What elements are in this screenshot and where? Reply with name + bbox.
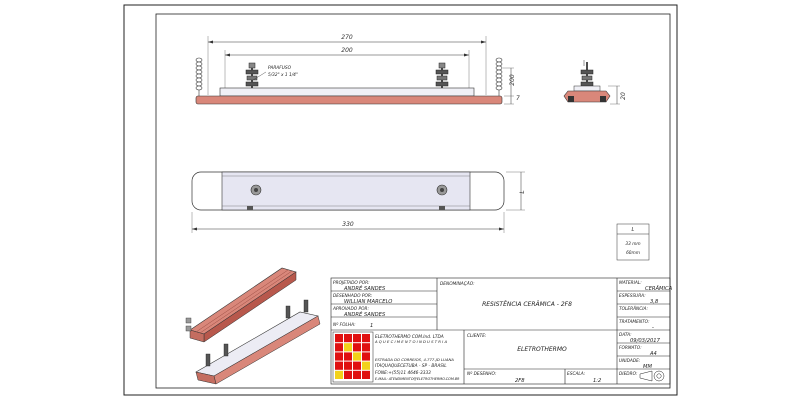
- desenhado-value: WILLIAN MARCELO: [344, 299, 392, 305]
- logo-cell: [353, 352, 361, 361]
- logo-cell: [344, 352, 352, 361]
- logo-cell: [344, 370, 352, 379]
- logo-cell: [353, 334, 361, 343]
- logo-cell: [344, 343, 352, 352]
- data-value: 09/03/2017: [630, 338, 661, 344]
- diedro-label: DIEDRO:: [619, 371, 638, 377]
- logo-cell: [362, 352, 370, 361]
- tolerancia-label: TOLERÂNCIA:: [619, 305, 649, 312]
- logo-cell: [344, 334, 352, 343]
- address-line3: FONE:+(55)11 4646-3333: [375, 370, 431, 376]
- dim-height-label: 200: [509, 74, 516, 86]
- logo-cell: [362, 370, 370, 379]
- logo-cell: [344, 361, 352, 370]
- isometric-upper: [185, 267, 297, 343]
- company-tagline: A Q U E C I M E N T O I N D U S T R I A: [374, 339, 447, 344]
- isometric-lower: [195, 299, 321, 385]
- top-dim-length-label: 330: [342, 221, 354, 228]
- espessura-value: 3,8: [650, 299, 659, 305]
- folha-label: Nº FOLHA:: [333, 322, 356, 328]
- cliente-label: CLIENTE:: [467, 333, 487, 339]
- right-screw: [435, 62, 449, 88]
- espessura-label: ESPESSURA:: [619, 293, 646, 299]
- dim-thickness-label: 7: [516, 95, 520, 102]
- formato-value: A4: [649, 351, 657, 357]
- logo-cell: [353, 370, 361, 379]
- inner-border: [155, 13, 671, 389]
- dim-inner-label: 200: [341, 47, 353, 54]
- front-plate: [219, 87, 475, 97]
- top-right-terminal: [436, 184, 448, 196]
- address-line4: E-MAIL: ATENDIMENTO@ELETROTHERMO.COM.BR: [375, 377, 460, 381]
- projetado-value: ANDRÉ SANDES: [343, 284, 386, 292]
- top-left-terminal: [250, 184, 262, 196]
- cliente-value: ELETROTHERMO: [517, 346, 567, 353]
- side-plate: [573, 85, 601, 92]
- folha-value: 1: [370, 323, 373, 329]
- material-label: MATERIAL:: [619, 280, 642, 286]
- variant-value-1: 33 mm: [625, 241, 640, 247]
- left-screw: [245, 62, 259, 88]
- front-view: 270 200: [195, 34, 520, 105]
- variant-header: L: [632, 227, 635, 233]
- title-block: [330, 277, 671, 385]
- data-label: DATA:: [619, 332, 632, 338]
- logo-cell: [362, 343, 370, 352]
- logo-cell: [335, 370, 343, 379]
- denominacao-value: RESISTÊNCIA CERÂMICA - 2F8: [482, 300, 572, 308]
- logo-cell: [335, 361, 343, 370]
- top-view: L 330: [191, 171, 526, 233]
- side-screw: [580, 62, 594, 87]
- variant-value-2: 60mm: [626, 250, 640, 256]
- projetado-label: PROJETADO POR:: [333, 280, 370, 286]
- desenhado-label: DESENHADO POR:: [333, 293, 373, 299]
- unidade-label: UNIDADE:: [619, 358, 641, 364]
- unidade-value: MM: [643, 364, 652, 370]
- logo-cell: [335, 334, 343, 343]
- aprovado-label: APROVADO POR:: [332, 306, 370, 312]
- logo-cell: [335, 352, 343, 361]
- material-value: CERÂMICA: [645, 285, 673, 292]
- top-dim-width-label: L: [519, 190, 526, 193]
- formato-label: FORMATO:: [619, 345, 642, 351]
- side-dim-height-label: 20: [620, 92, 627, 100]
- escala-label: ESCALA:: [567, 371, 586, 377]
- top-plate: [221, 171, 471, 211]
- tratamento-label: TRATAMENTO:: [619, 319, 650, 325]
- desenho-value: 2F8: [515, 378, 525, 384]
- logo-cell: [362, 334, 370, 343]
- denominacao-label: DENOMINAÇÃO:: [440, 280, 475, 287]
- right-terminal-coil: [495, 57, 503, 96]
- aprovado-value: ANDRÉ SANDES: [343, 310, 386, 318]
- variant-table: L 33 mm 60mm: [616, 223, 650, 261]
- dim-overall-label: 270: [341, 34, 353, 41]
- company-logo: [332, 331, 374, 383]
- company-name: ELETROTHERMO COM.Ind. LTDA: [375, 334, 444, 340]
- logo-cell: [353, 343, 361, 352]
- logo-cell: [335, 343, 343, 352]
- desenho-label: Nº DESENHO:: [467, 371, 497, 377]
- address-line1: ESTRADA DO CORREIOS, 4.777-JD LUANA: [375, 357, 454, 362]
- escala-value: 1:2: [593, 378, 601, 384]
- logo-cell: [353, 361, 361, 370]
- front-ceramic-base: [195, 95, 503, 105]
- left-terminal-coil: [195, 57, 203, 96]
- screw-note-line2: 5/32" x 1 1/4": [268, 72, 298, 78]
- address-line2: ITAQUAQUECETUBA - SP - BRASIL: [375, 363, 447, 369]
- projection-symbol-icon: [639, 370, 665, 382]
- tratamento-value: -: [652, 325, 654, 331]
- screw-note-line1: PARAFUSO: [268, 65, 292, 71]
- logo-cell: [362, 361, 370, 370]
- side-view: 20: [563, 60, 627, 105]
